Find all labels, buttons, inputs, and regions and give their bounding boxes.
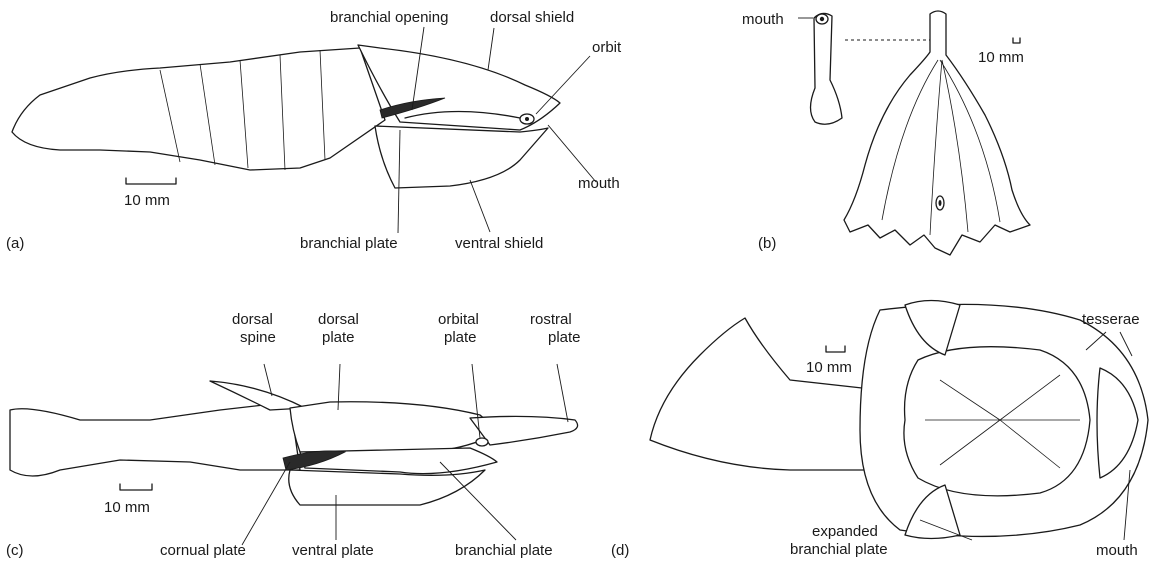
panel-b-tag: (b) bbox=[758, 235, 776, 252]
panel-a-label-dorsal-shield: dorsal shield bbox=[490, 9, 574, 26]
panel-d-fish-drawing bbox=[650, 301, 1148, 539]
panel-a-tail bbox=[12, 48, 385, 170]
panel-d-label-mouth: mouth bbox=[1096, 542, 1138, 559]
panel-d: tesserae expanded branchial plate mouth … bbox=[611, 301, 1148, 560]
panel-a-label-branchial-plate: branchial plate bbox=[300, 235, 398, 252]
panel-c: dorsal spine dorsal plate orbital plate … bbox=[6, 311, 581, 559]
panel-c-label-dorsal-spine-1: dorsal bbox=[232, 311, 273, 328]
panel-a-label-mouth: mouth bbox=[578, 175, 620, 192]
panel-b-oral-plate bbox=[811, 13, 843, 124]
panel-c-label-rostral-plate-1: rostral bbox=[530, 311, 572, 328]
panel-a-tag: (a) bbox=[6, 235, 24, 252]
panel-c-orbital-plate bbox=[476, 438, 488, 446]
panel-c-label-dorsal-plate-2: plate bbox=[322, 329, 355, 346]
panel-c-label-orbital-plate-1: orbital bbox=[438, 311, 479, 328]
panel-a: branchial opening dorsal shield orbit mo… bbox=[6, 9, 622, 252]
panel-a-label-orbit: orbit bbox=[592, 39, 622, 56]
panel-c-label-cornual-plate: cornual plate bbox=[160, 542, 246, 559]
panel-c-scale-bar bbox=[120, 484, 152, 490]
panel-c-tag: (c) bbox=[6, 542, 24, 559]
panel-d-tail bbox=[650, 318, 880, 470]
panel-c-label-ventral-plate: ventral plate bbox=[292, 542, 374, 559]
panel-a-label-branchial-opening: branchial opening bbox=[330, 9, 448, 26]
panel-a-scale-bar bbox=[126, 178, 176, 184]
panel-c-label-dorsal-plate-1: dorsal bbox=[318, 311, 359, 328]
panel-d-scale-bar bbox=[826, 346, 845, 352]
panel-a-scale-label: 10 mm bbox=[124, 192, 170, 209]
panel-d-tag: (d) bbox=[611, 542, 629, 559]
panel-d-scale-label: 10 mm bbox=[806, 359, 852, 376]
panel-b-shield bbox=[844, 11, 1030, 255]
panel-b-scale-label: 10 mm bbox=[978, 49, 1024, 66]
panel-d-inner-shield bbox=[904, 347, 1090, 496]
panel-d-label-expanded-1: expanded bbox=[812, 523, 878, 540]
panel-c-tail bbox=[10, 402, 300, 476]
panel-c-fish-drawing bbox=[10, 381, 578, 505]
panel-a-fish-drawing bbox=[12, 45, 560, 188]
panel-c-label-orbital-plate-2: plate bbox=[444, 329, 477, 346]
panel-c-scale-label: 10 mm bbox=[104, 499, 150, 516]
panel-c-label-rostral-plate-2: plate bbox=[548, 329, 581, 346]
panel-c-label-branchial-plate: branchial plate bbox=[455, 542, 553, 559]
panel-b-label-mouth: mouth bbox=[742, 11, 784, 28]
panel-c-dorsal-plate bbox=[290, 402, 500, 452]
panel-b-scale-bar bbox=[1013, 38, 1020, 43]
panel-d-label-tesserae: tesserae bbox=[1082, 311, 1140, 328]
panel-c-ventral-plate bbox=[289, 470, 485, 505]
panel-a-label-ventral-shield: ventral shield bbox=[455, 235, 543, 252]
panel-b: mouth 10 mm (b) bbox=[742, 11, 1030, 255]
panel-d-label-expanded-2: branchial plate bbox=[790, 541, 888, 558]
panel-c-label-dorsal-spine-2: spine bbox=[240, 329, 276, 346]
panel-a-ventral-shield bbox=[375, 126, 548, 188]
